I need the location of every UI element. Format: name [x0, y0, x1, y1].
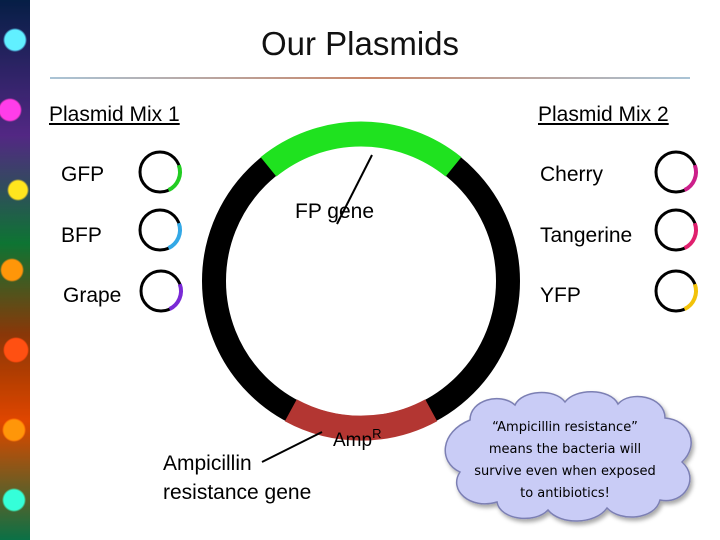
- mix2-plasmid-icon-cherry: [654, 150, 698, 194]
- fp-gene-segment: [260, 121, 462, 177]
- page-title: Our Plasmids: [260, 25, 460, 62]
- mix1-plasmid-icon-grape: [139, 269, 183, 313]
- mix1-plasmid-icon-bfp: [138, 208, 182, 252]
- ampicillin-label-line2: resistance gene: [163, 481, 311, 504]
- callout-text: “Ampicillin resistance” means the bacter…: [474, 420, 656, 501]
- fp-gene-label: FP gene: [295, 200, 374, 223]
- mix2-plasmid-icon-yfp: [654, 269, 698, 313]
- mix2-plasmid-icon-tangerine: [654, 208, 698, 252]
- fp-gene-pointer-line: [336, 154, 373, 225]
- mix2-item-label-yfp: YFP: [540, 284, 581, 307]
- callout-cloud: [444, 391, 692, 522]
- amp-resistance-segment: [284, 399, 438, 441]
- mix1-item-label-gfp: GFP: [61, 163, 105, 186]
- plasmid-mix-1-label: Plasmid Mix 1: [49, 103, 180, 126]
- mix1-plasmid-icon-gfp: [138, 150, 182, 194]
- title-divider: [50, 77, 690, 79]
- mix2-item-label-tangerine: Tangerine: [540, 224, 633, 247]
- mix2-item-label-cherry: Cherry: [540, 163, 604, 186]
- ampicillin-label-line1: Ampicillin: [163, 452, 252, 475]
- mix1-item-label-bfp: BFP: [61, 224, 102, 247]
- decorative-image-strip: [0, 0, 30, 540]
- amp-label: AmpR: [333, 426, 381, 451]
- amp-gene-pointer-line: [261, 431, 323, 463]
- plasmid-mix-2-label: Plasmid Mix 2: [538, 103, 669, 126]
- mix1-item-label-grape: Grape: [63, 284, 122, 307]
